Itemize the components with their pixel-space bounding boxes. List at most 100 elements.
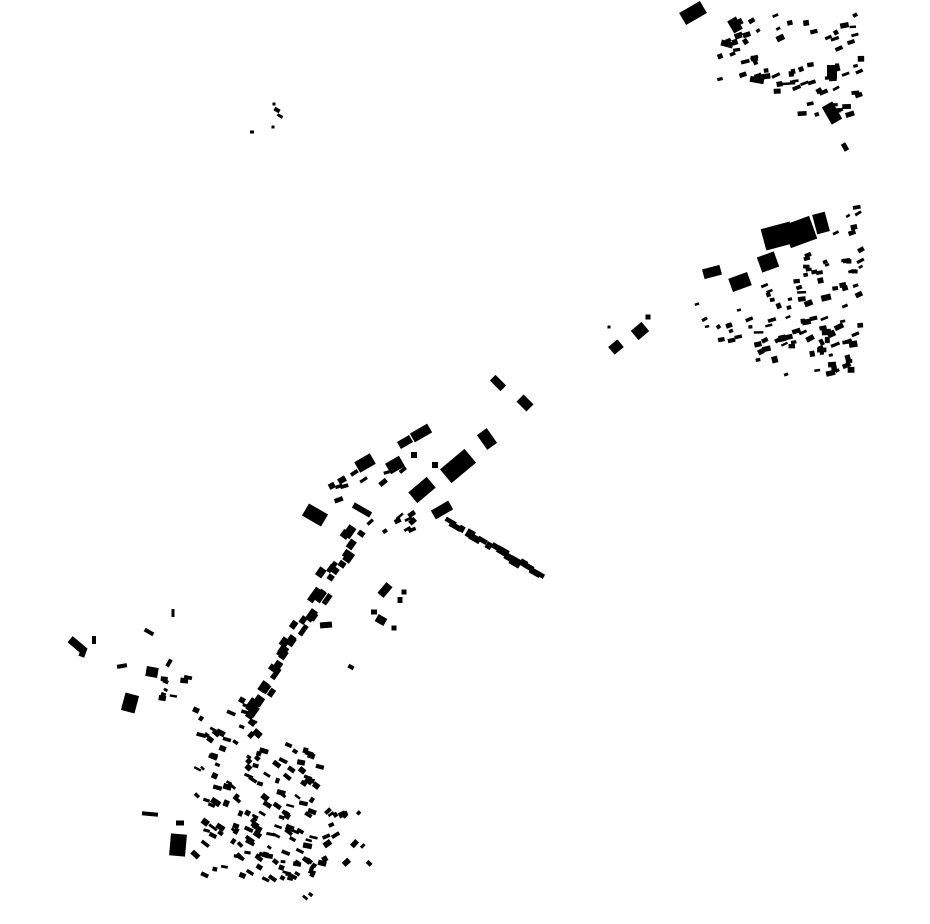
building-footprint <box>278 864 285 871</box>
building-footprint <box>857 322 864 328</box>
building-footprint <box>277 644 290 657</box>
building-footprint <box>854 210 862 217</box>
building-footprint <box>251 813 259 820</box>
building-footprint <box>276 113 284 119</box>
building-footprint <box>278 757 288 765</box>
building-footprint <box>215 822 226 832</box>
building-footprint <box>261 876 270 883</box>
building-footprint <box>381 528 388 535</box>
building-footprint <box>263 771 271 778</box>
building-footprint <box>766 288 773 294</box>
building-footprint <box>858 264 864 269</box>
building-footprint <box>284 828 294 837</box>
building-footprint <box>333 496 344 504</box>
building-footprint <box>222 799 230 808</box>
building-footprint <box>799 80 809 87</box>
building-footprint <box>337 559 347 569</box>
building-footprint <box>765 323 773 328</box>
building-footprint <box>607 325 611 329</box>
building-footprint <box>817 277 824 284</box>
building-footprint <box>377 582 393 598</box>
building-footprint <box>828 353 834 357</box>
building-footprint <box>815 270 824 276</box>
building-footprint <box>395 512 404 521</box>
building-footprint <box>225 780 233 786</box>
building-footprint <box>302 894 309 901</box>
building-footprint <box>736 308 742 312</box>
building-footprint <box>374 614 388 626</box>
building-footprint <box>832 85 840 92</box>
building-footprint <box>207 802 216 809</box>
building-footprint <box>761 73 771 80</box>
building-footprint <box>398 466 407 474</box>
building-footprint <box>401 589 407 595</box>
building-footprint <box>283 810 291 818</box>
building-footprint <box>200 871 210 879</box>
building-footprint <box>408 516 418 526</box>
building-footprint <box>306 857 314 865</box>
building-footprint <box>337 475 347 485</box>
building-footprint <box>733 31 743 40</box>
building-footprint <box>321 833 331 840</box>
building-footprint <box>247 730 256 739</box>
building-footprint <box>832 29 840 36</box>
building-footprint <box>233 854 241 859</box>
building-footprint <box>803 272 809 278</box>
building-footprint <box>253 754 261 762</box>
building-footprint <box>274 824 283 830</box>
building-footprint <box>307 891 314 898</box>
building-footprint <box>818 338 825 347</box>
building-footprint <box>282 870 291 875</box>
building-footprint <box>354 453 376 473</box>
building-footprint <box>832 285 839 291</box>
building-footprint <box>321 855 329 863</box>
building-footprint <box>727 16 743 34</box>
building-footprint <box>145 666 159 678</box>
building-footprint <box>844 110 855 119</box>
building-footprint <box>797 110 807 117</box>
building-footprint <box>457 524 466 534</box>
building-footprint <box>844 354 851 361</box>
building-footprint <box>701 316 708 323</box>
building-footprint <box>288 619 299 630</box>
building-footprint <box>756 72 764 80</box>
building-footprint <box>784 333 794 341</box>
building-footprint <box>248 775 258 784</box>
building-footprint <box>814 111 820 117</box>
building-footprint <box>827 103 834 111</box>
building-footprint <box>716 53 724 60</box>
building-footprint <box>169 833 187 857</box>
building-footprint <box>748 324 753 329</box>
building-footprint <box>284 741 293 749</box>
building-footprint <box>190 849 201 860</box>
building-footprint <box>272 759 282 769</box>
building-footprint <box>850 224 858 231</box>
building-footprint <box>815 87 823 95</box>
building-footprint <box>727 337 736 344</box>
building-footprint <box>439 448 477 484</box>
building-footprint <box>288 872 298 881</box>
building-footprint <box>824 336 830 344</box>
building-footprint <box>220 864 229 869</box>
building-footprint <box>279 874 286 881</box>
building-footprint <box>291 828 300 835</box>
building-footprint <box>839 319 846 324</box>
building-footprint <box>120 692 140 714</box>
building-footprint <box>717 336 725 343</box>
building-footprint <box>832 230 840 236</box>
building-footprint <box>232 822 240 830</box>
building-footprint <box>163 687 169 693</box>
building-footprint <box>409 423 433 443</box>
building-footprint <box>347 663 355 671</box>
building-footprint <box>226 709 237 717</box>
building-footprint <box>807 79 817 86</box>
building-footprint <box>403 526 412 532</box>
building-footprint <box>747 17 756 25</box>
building-footprint <box>857 246 865 254</box>
building-footprint <box>238 724 245 730</box>
building-footprint <box>183 674 193 681</box>
building-footprint <box>257 680 270 694</box>
building-footprint <box>307 593 317 604</box>
building-footprint <box>230 827 237 833</box>
building-footprint <box>245 838 256 847</box>
